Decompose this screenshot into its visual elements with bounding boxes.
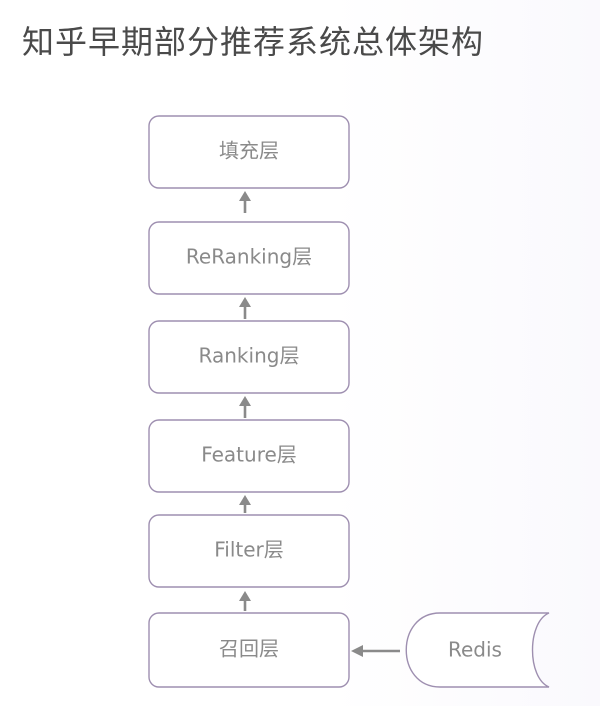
arrow-recall-to-filter <box>239 591 251 611</box>
page-title: 知乎早期部分推荐系统总体架构 <box>22 23 485 61</box>
layer-label-recall: 召回层 <box>219 637 279 661</box>
arrow-redis-to-recall <box>351 645 400 657</box>
arrow-feature-to-ranking <box>239 396 251 418</box>
arrow-ranking-to-reranking <box>239 297 251 319</box>
layer-label-feature: Feature层 <box>201 443 297 467</box>
redis-label: Redis <box>448 638 502 662</box>
layer-box-filter: Filter层 <box>148 514 350 588</box>
layer-label-ranking: Ranking层 <box>199 344 300 368</box>
arrow-filter-to-feature <box>239 495 251 513</box>
layer-box-reranking: ReRanking层 <box>148 221 350 295</box>
layer-box-ranking: Ranking层 <box>148 320 350 394</box>
layer-label-reranking: ReRanking层 <box>186 245 312 269</box>
layer-box-recall: 召回层 <box>148 612 350 688</box>
layer-box-fill: 填充层 <box>148 115 350 189</box>
layer-label-fill: 填充层 <box>219 139 279 163</box>
arrow-reranking-to-fill <box>239 191 251 213</box>
layer-label-filter: Filter层 <box>214 538 284 562</box>
redis-datastore: Redis <box>405 612 550 688</box>
layer-box-feature: Feature层 <box>148 419 350 493</box>
